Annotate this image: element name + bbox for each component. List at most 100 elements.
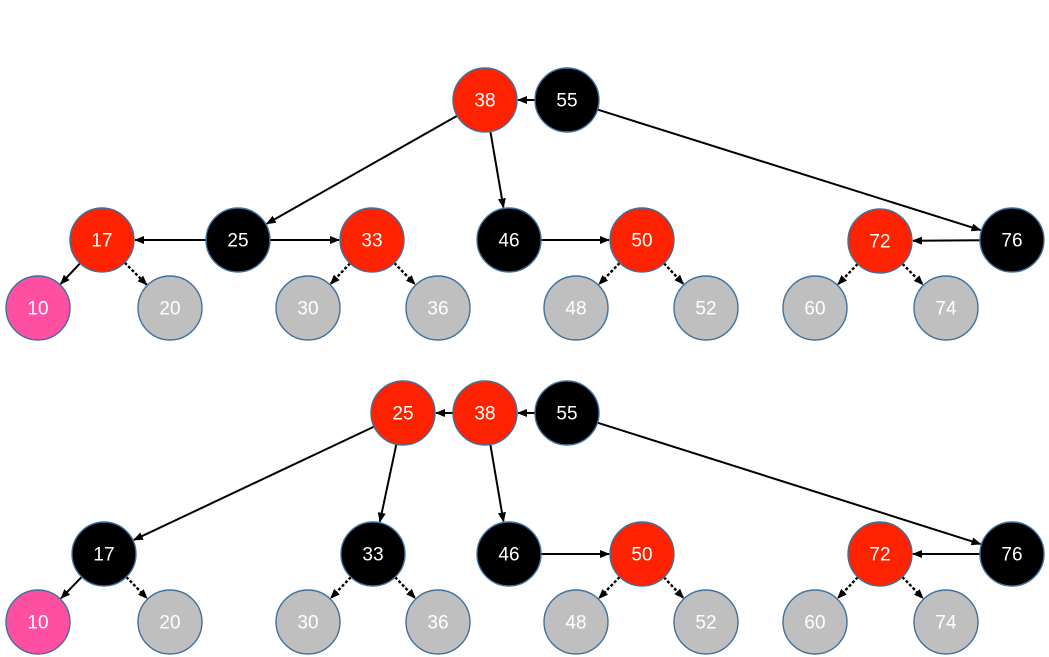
node-t1-50: 50 <box>609 207 675 273</box>
node-t1-38: 38 <box>452 67 518 133</box>
node-t1-20: 20 <box>137 275 203 341</box>
node-circle <box>476 521 542 587</box>
node-circle <box>476 207 542 273</box>
edges-layer <box>59 96 982 600</box>
node-t2-17: 17 <box>71 521 137 587</box>
node-t1-33: 33 <box>339 207 405 273</box>
node-label: 30 <box>297 613 318 634</box>
edge-t2-25-to-t2-17 <box>132 425 375 541</box>
node-label: 36 <box>427 299 448 320</box>
node-label: 17 <box>93 545 114 566</box>
node-t2-50: 50 <box>609 521 675 587</box>
node-circle <box>137 589 203 655</box>
node-circle <box>543 275 609 341</box>
edge-t1-55-to-t1-76 <box>597 108 982 232</box>
edge-t1-33-to-t1-36 <box>393 262 416 286</box>
node-t1-74: 74 <box>913 275 979 341</box>
node-label: 10 <box>27 613 48 634</box>
node-t2-25: 25 <box>370 380 436 446</box>
node-label: 52 <box>695 299 716 320</box>
node-t2-74: 74 <box>913 589 979 655</box>
node-label: 74 <box>935 613 957 634</box>
node-circle <box>609 521 675 587</box>
edge-t2-25-to-t2-33 <box>377 444 398 523</box>
node-circle <box>913 275 979 341</box>
edge-t1-17-to-t1-20 <box>123 261 148 286</box>
edge-t2-38-to-t2-46 <box>489 444 506 523</box>
node-t1-76: 76 <box>979 207 1045 273</box>
node-t2-38: 38 <box>452 380 518 446</box>
node-t2-20: 20 <box>137 589 203 655</box>
node-circle <box>5 275 71 341</box>
node-circle <box>534 67 600 133</box>
node-label: 72 <box>869 232 890 253</box>
node-t2-30: 30 <box>275 589 341 655</box>
edge-t1-50-to-t1-52 <box>663 262 685 285</box>
node-label: 52 <box>695 613 716 634</box>
node-circle <box>275 275 341 341</box>
node-t2-76: 76 <box>979 521 1045 587</box>
node-label: 20 <box>159 299 180 320</box>
node-label: 25 <box>227 231 248 252</box>
edge-t1-72-to-t1-60 <box>837 263 859 286</box>
node-circle <box>452 67 518 133</box>
edge-t2-33-to-t2-36 <box>394 576 417 599</box>
node-label: 46 <box>498 231 519 252</box>
node-t1-36: 36 <box>405 275 471 341</box>
node-t1-60: 60 <box>782 275 848 341</box>
edge-t1-76-to-t1-72 <box>911 236 981 245</box>
node-circle <box>205 207 271 273</box>
node-label: 36 <box>427 613 448 634</box>
node-circle <box>370 380 436 446</box>
node-t2-60: 60 <box>782 589 848 655</box>
edge-t2-72-to-t2-60 <box>836 576 859 599</box>
node-t2-72: 72 <box>847 521 913 587</box>
edge-t2-50-to-t2-48 <box>598 576 621 600</box>
node-label: 33 <box>362 545 383 566</box>
node-t1-25: 25 <box>205 207 271 273</box>
node-circle <box>609 207 675 273</box>
node-circle <box>782 275 848 341</box>
node-label: 55 <box>556 404 577 425</box>
node-t1-17: 17 <box>69 207 135 273</box>
node-circle <box>71 521 137 587</box>
edge-t2-55-to-t2-76 <box>597 421 982 546</box>
node-label: 50 <box>631 545 652 566</box>
node-label: 48 <box>565 613 586 634</box>
node-circle <box>543 589 609 655</box>
node-circle <box>673 589 739 655</box>
node-label: 48 <box>565 299 586 320</box>
edge-t1-38-to-t1-46 <box>489 131 506 209</box>
node-t1-52: 52 <box>673 275 739 341</box>
node-label: 50 <box>631 231 652 252</box>
node-circle <box>275 589 341 655</box>
node-label: 20 <box>159 613 180 634</box>
node-circle <box>782 589 848 655</box>
node-circle <box>913 589 979 655</box>
edge-t1-33-to-t1-30 <box>329 262 351 285</box>
node-label: 38 <box>474 91 495 112</box>
node-label: 76 <box>1001 231 1022 252</box>
node-label: 33 <box>361 231 382 252</box>
node-label: 60 <box>804 613 825 634</box>
node-circle <box>340 521 406 587</box>
node-label: 72 <box>869 545 890 566</box>
node-label: 17 <box>91 231 112 252</box>
node-label: 46 <box>498 545 519 566</box>
node-circle <box>5 589 71 655</box>
node-label: 74 <box>935 299 957 320</box>
node-circle <box>405 589 471 655</box>
node-circle <box>534 380 600 446</box>
node-t1-10: 10 <box>5 275 71 341</box>
edge-t2-50-to-t2-52 <box>663 576 685 599</box>
node-t2-46: 46 <box>476 521 542 587</box>
edge-t2-72-to-t2-74 <box>901 576 924 600</box>
edge-t1-17-to-t1-10 <box>59 262 81 285</box>
edge-t2-17-to-t2-20 <box>125 576 148 600</box>
edge-t1-72-to-t1-74 <box>901 262 924 286</box>
node-t1-55: 55 <box>534 67 600 133</box>
